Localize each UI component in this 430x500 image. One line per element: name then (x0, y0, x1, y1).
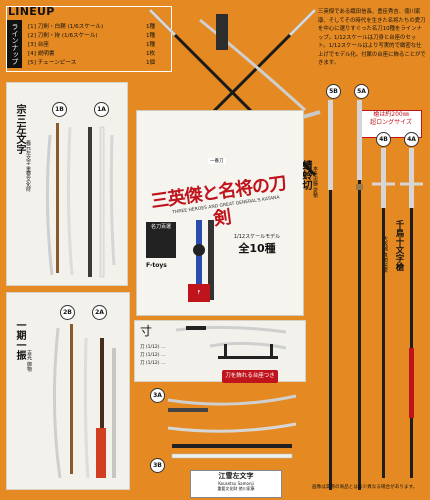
item-badge-2a: 2A (92, 305, 107, 320)
item-badge-5a: 5A (354, 84, 369, 99)
spears-4-illustration (372, 148, 423, 478)
lineup-subtitle: ラインナップ (7, 20, 22, 68)
package-count: 1/12スケールモデル全10種 (233, 234, 281, 255)
item-badge-4a: 4A (404, 132, 419, 147)
item-badge-2b: 2B (60, 305, 75, 320)
item-subtitle-5a: 本多忠勝 愛槍 (312, 166, 318, 198)
stand-spec-list: 刀 (1/12) ...刀 (1/12) ...刀 (1/12) ... (140, 345, 166, 366)
item-subtitle-1b: 義元左文字 重要文化財 (25, 140, 31, 192)
spears-5-illustration (328, 100, 363, 490)
stand-title: 寸 (140, 324, 153, 338)
stand-caption: 刀を飾れる台座つき (222, 370, 278, 383)
item-card-2 (6, 292, 130, 490)
item-badge-3b: 3B (150, 458, 165, 473)
item-name-1b: 宗三左文字 (14, 104, 25, 154)
footnote: 画像は実際の商品とは多少異なる場合があります。 (312, 485, 418, 490)
package-box (136, 110, 304, 316)
stand-illustration (175, 325, 287, 359)
lineup-panel (6, 6, 172, 72)
swords-3-illustration (167, 394, 297, 459)
item-name-5a: 蜻蛉切 (300, 160, 311, 190)
package-brand: F-toys (146, 262, 167, 269)
swords-1-illustration (45, 123, 116, 278)
lineup-row: [2] 刀剣・拵 (1/6スケール)1種 (28, 33, 156, 39)
item-badge-1a: 1A (94, 102, 109, 117)
package-pack-label: 一番刀 (208, 158, 226, 164)
item-badge-5b: 5B (326, 84, 341, 99)
lineup-title: LINEUP (8, 5, 55, 18)
item-name-2b: 一期一振 (14, 320, 25, 360)
series-description: 三英傑である織田信長、豊臣秀吉、徳川家康、そしてその時代を生きた名将たちの愛刀を… (318, 9, 426, 66)
item-subtitle-2b: 吉光 御物 (26, 350, 32, 372)
item-label-3b: 江雪左文字 Kousetsu Samonji 重要文化財 徳川家康 (190, 470, 282, 498)
lineup-row: [1] 刀剣・白鞘 (1/6スケール)1種 (28, 24, 156, 30)
item-badge-3a: 3A (150, 388, 165, 403)
item-name-4a: 千鳥十文字槍 (394, 220, 404, 271)
package-fbrand-logo: F (188, 284, 210, 302)
item-badge-1b: 1B (52, 102, 67, 117)
swords-2-illustration (52, 324, 116, 479)
item-badge-4b: 4B (376, 132, 391, 147)
package-swords-illustration (193, 220, 214, 300)
package-maker-logo: 名刀百選 (146, 222, 176, 258)
